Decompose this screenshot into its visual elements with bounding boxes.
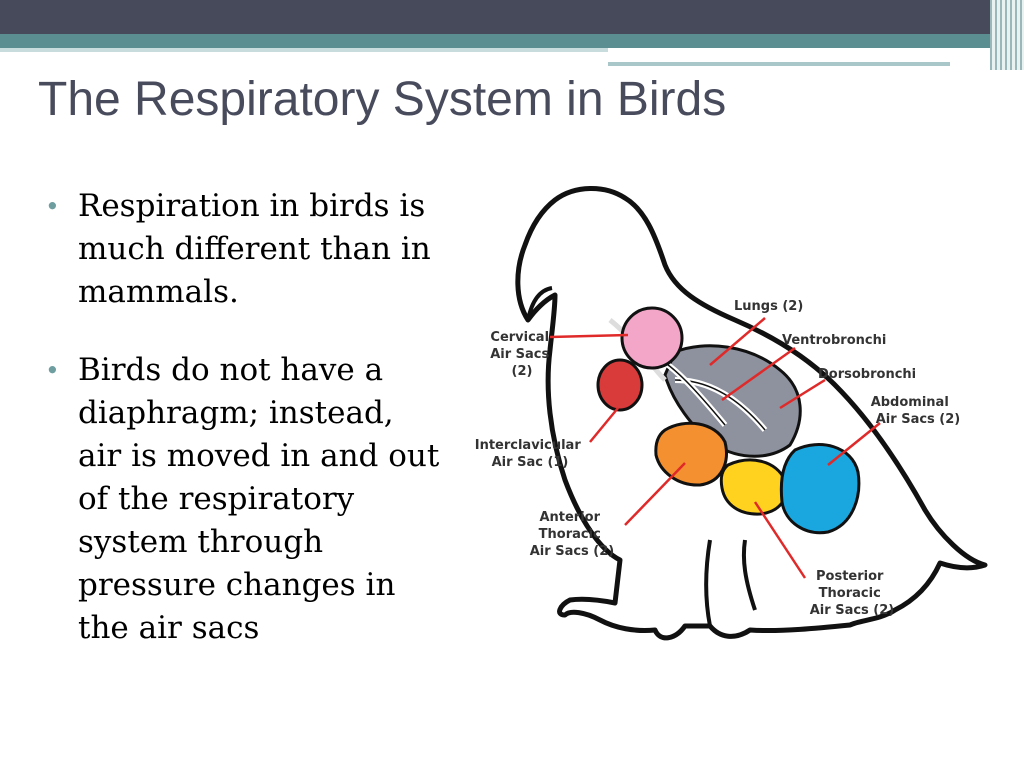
- header-light-bar: [0, 48, 608, 52]
- label-line: Air Sac (1): [492, 455, 569, 470]
- label-dorsobronchi: Dorsobronchi: [818, 367, 916, 382]
- posterior-thoracic-air-sac: [719, 458, 788, 516]
- label-line: Abdominal: [871, 395, 949, 410]
- interclavicular-air-sac: [596, 358, 644, 412]
- label-interclavicular: Interclavicular Air Sac (1): [475, 438, 586, 470]
- label-line: (2): [512, 364, 533, 379]
- leader-lines: [549, 317, 881, 579]
- bullet-text: Birds do not have a diaphragm; instead, …: [78, 352, 440, 646]
- header-dark-bar: [0, 0, 1024, 34]
- abdominal-air-sac: [779, 443, 861, 535]
- header-vertical-stripes: [990, 0, 1024, 70]
- bullet-icon: •: [45, 356, 60, 385]
- header-white-block: [608, 48, 938, 70]
- label-line: Air Sacs (2): [810, 603, 895, 618]
- beak-detail: [526, 286, 553, 321]
- bullet-item: • Respiration in birds is much different…: [45, 185, 445, 314]
- header-teal-bar: [0, 34, 1024, 48]
- bullet-list: • Respiration in birds is much different…: [45, 185, 445, 685]
- leg-outline: [741, 539, 757, 611]
- label-abdominal: Abdominal Air Sacs (2): [871, 395, 961, 427]
- label-line: Posterior: [816, 569, 884, 584]
- label-cervical: Cervical Air Sacs (2): [490, 330, 554, 379]
- leg-outline: [704, 539, 712, 627]
- bullet-text: Respiration in birds is much different t…: [78, 188, 431, 310]
- label-line: Interclavicular: [475, 438, 582, 453]
- label-line: Thoracic: [539, 527, 601, 542]
- anterior-thoracic-air-sac: [654, 421, 728, 487]
- label-posterior: Posterior Thoracic Air Sacs (2): [810, 569, 895, 618]
- cervical-air-sac: [620, 306, 684, 370]
- label-line: Anterior: [539, 510, 600, 525]
- bird-respiratory-diagram: Lungs (2) Cervical Air Sacs (2) Ventrobr…: [475, 186, 988, 641]
- bullet-item: • Birds do not have a diaphragm; instead…: [45, 349, 445, 650]
- label-anterior: Anterior Thoracic Air Sacs (2): [530, 510, 615, 559]
- label-line: Air Sacs: [490, 347, 549, 362]
- label-lungs: Lungs (2): [734, 299, 803, 314]
- label-line: Thoracic: [819, 586, 881, 601]
- slide-title: The Respiratory System in Birds: [38, 73, 727, 126]
- header-accent-line: [608, 62, 950, 66]
- label-line: Air Sacs (2): [876, 412, 961, 427]
- label-line: Air Sacs (2): [530, 544, 615, 559]
- label-ventrobronchi: Ventrobronchi: [782, 333, 886, 348]
- bullet-icon: •: [45, 192, 60, 221]
- label-line: Cervical: [490, 330, 549, 345]
